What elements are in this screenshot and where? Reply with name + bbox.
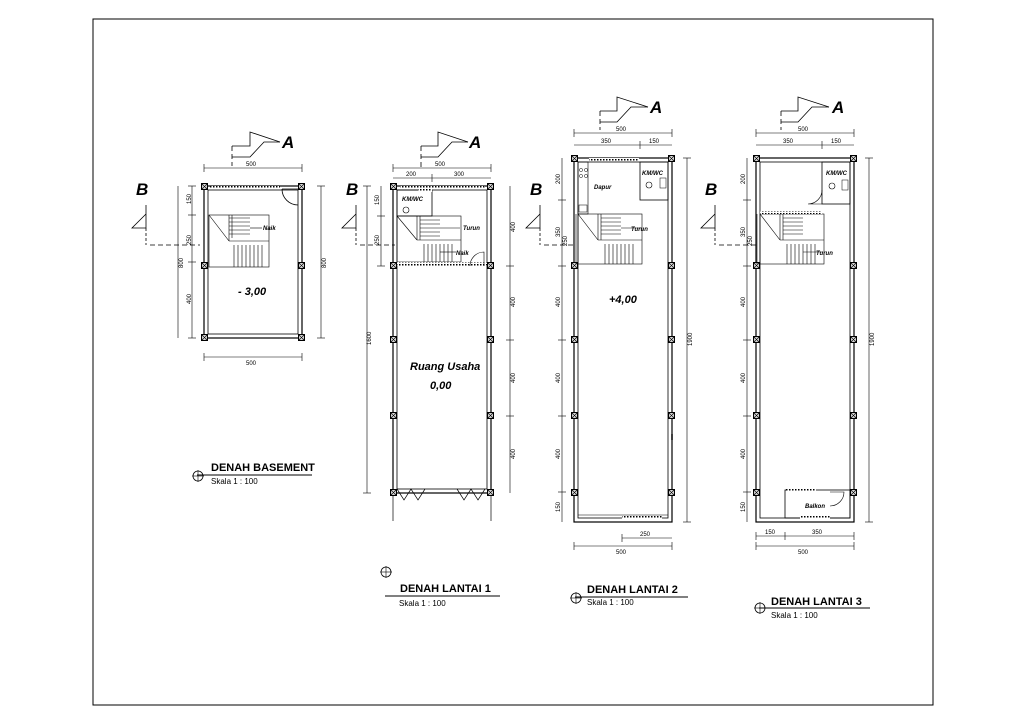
dim-left-f: 400 xyxy=(556,448,562,459)
kmwc-label: KM/WC xyxy=(642,171,664,177)
section-a-label: A xyxy=(281,133,294,152)
section-a-label: A xyxy=(649,98,662,117)
section-b-marker xyxy=(131,205,200,246)
dim-left-e: 400 xyxy=(556,372,562,383)
dim-top-a: 350 xyxy=(601,139,612,145)
dapur-label: Dapur xyxy=(594,185,612,191)
stairs xyxy=(208,214,270,268)
dim-top-a: 200 xyxy=(406,172,417,178)
dim-left-d: 400 xyxy=(741,296,747,307)
dim-right-c: 400 xyxy=(511,372,517,383)
dim-top-b: 150 xyxy=(649,139,660,145)
naik-label: Naik xyxy=(456,251,469,257)
dim-bottom: 500 xyxy=(616,550,627,556)
level-label: 0,00 xyxy=(430,380,452,392)
kmwc-label: KM/WC xyxy=(826,171,848,177)
room-label: Ruang Usaha xyxy=(410,361,480,373)
dim-left-total: 1600 xyxy=(367,331,373,345)
section-b-label: B xyxy=(530,180,542,199)
dim-right-d: 400 xyxy=(511,448,517,459)
plan-lantai-1: A B KM/WC xyxy=(341,131,517,608)
level-label: +4,00 xyxy=(609,294,638,306)
dim-left-b: 250 xyxy=(375,234,381,245)
dim-bottom-a: 250 xyxy=(640,532,651,538)
lantai3-title: DENAH LANTAI 3 xyxy=(771,596,862,608)
plan-basement: A B Naik xyxy=(131,131,328,486)
section-b-label: B xyxy=(136,180,148,199)
dim-bottom: 500 xyxy=(246,361,257,367)
section-a-marker xyxy=(231,131,281,166)
dim-left-d: 400 xyxy=(556,296,562,307)
plan-lantai-2: A B Dapur KM/WC xyxy=(525,96,694,607)
dim-right-b: 400 xyxy=(511,296,517,307)
dim-right-a: 400 xyxy=(511,221,517,232)
dim-left-a: 150 xyxy=(375,194,381,205)
dim-left-a: 200 xyxy=(741,173,747,184)
section-a-label: A xyxy=(468,133,481,152)
dim-left-b: 350 xyxy=(741,226,747,237)
kmwc-label: KM/WC xyxy=(402,197,424,203)
dim-top-a: 350 xyxy=(783,139,794,145)
dim-left-c: 250 xyxy=(563,235,569,246)
dim-left-e: 400 xyxy=(741,372,747,383)
dim-left-a: 150 xyxy=(187,193,193,204)
stairs xyxy=(396,215,462,263)
dim-top: 500 xyxy=(616,127,627,133)
dim-bottom: 500 xyxy=(798,550,809,556)
dim-right-total: 1900 xyxy=(870,332,876,346)
lantai1-scale: Skala 1 : 100 xyxy=(399,599,446,608)
dim-left-a: 200 xyxy=(556,173,562,184)
plan-lantai-3: A B KM/WC Tur xyxy=(700,96,876,620)
dim-top: 500 xyxy=(798,127,809,133)
stairs xyxy=(577,213,643,265)
section-b-label: B xyxy=(346,180,358,199)
dim-left-c: 400 xyxy=(187,293,193,304)
turun-label: Turun xyxy=(631,227,648,233)
dim-top: 500 xyxy=(435,162,446,168)
turun-label: Turun xyxy=(816,251,833,257)
dim-left-g: 150 xyxy=(741,501,747,512)
lantai2-scale: Skala 1 : 100 xyxy=(587,598,634,607)
dim-left-b: 250 xyxy=(187,234,193,245)
dim-left-total: 800 xyxy=(179,257,185,268)
dim-top: 500 xyxy=(246,162,257,168)
dim-bottom-a: 150 xyxy=(765,530,776,536)
dim-top-b: 150 xyxy=(831,139,842,145)
section-b-label: B xyxy=(705,180,717,199)
sheet-border xyxy=(92,18,934,706)
dim-top-b: 300 xyxy=(454,172,465,178)
dim-right-total: 1900 xyxy=(688,332,694,346)
dim-left-f: 400 xyxy=(741,448,747,459)
dim-left-b: 350 xyxy=(556,226,562,237)
dim-left-g: 150 xyxy=(556,501,562,512)
dim-right: 800 xyxy=(322,257,328,268)
balkon-label: Balkon xyxy=(805,504,825,510)
dim-left-c: 250 xyxy=(748,235,754,246)
basement-scale: Skala 1 : 100 xyxy=(211,477,258,486)
stairs xyxy=(759,213,825,265)
section-a-label: A xyxy=(831,98,844,117)
level-label: - 3,00 xyxy=(238,286,267,298)
dim-bottom-b: 350 xyxy=(812,530,823,536)
lantai3-scale: Skala 1 : 100 xyxy=(771,611,818,620)
lantai1-title: DENAH LANTAI 1 xyxy=(400,583,491,595)
lantai2-title: DENAH LANTAI 2 xyxy=(587,584,678,596)
naik-label: Naik xyxy=(263,226,276,232)
basement-title: DENAH BASEMENT xyxy=(211,462,315,474)
turun-label: Turun xyxy=(463,226,480,232)
